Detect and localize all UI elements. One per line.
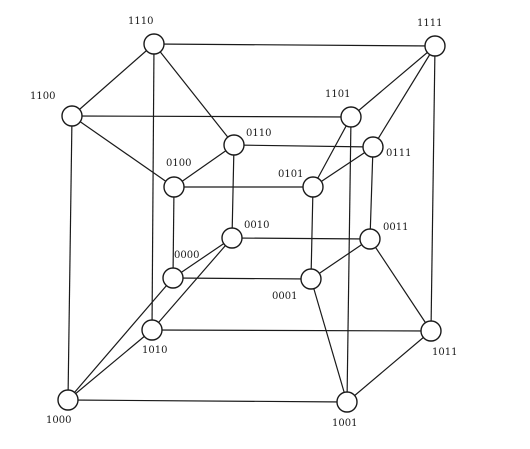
node-layer [57, 33, 446, 413]
node-label-1010: 1010 [142, 345, 167, 356]
node-label-1001: 1001 [332, 418, 357, 429]
node-label-0001: 0001 [272, 291, 297, 302]
edge-0000-0001 [172, 277, 312, 280]
edge-0000-0010 [172, 237, 233, 279]
edge-1000-1010 [67, 329, 153, 401]
node-label-1100: 1100 [30, 91, 55, 102]
edge-0011-1011 [369, 238, 432, 332]
label-layer: 1110 1111 1100 1101 0110 0111 0100 0101 0010 0011… [30, 16, 457, 429]
node-label-1110: 1110 [128, 16, 153, 27]
node-label-1111: 1111 [417, 18, 442, 29]
edge-0001-0011 [310, 238, 371, 280]
node-label-0011: 0011 [383, 222, 408, 233]
node-label-1101: 1101 [325, 89, 350, 100]
edge-1001-1101 [346, 116, 352, 403]
edge-1000-1001 [67, 399, 348, 403]
edge-0100-0110 [173, 144, 235, 188]
edge-1001-1011 [346, 330, 432, 403]
edge-1010-1011 [151, 329, 432, 332]
edge-0000-0100 [172, 186, 175, 279]
node-0011 [359, 228, 381, 250]
node-0100 [163, 176, 185, 198]
node-1011 [420, 320, 442, 342]
edge-1101-1111 [350, 45, 436, 118]
node-1111 [424, 35, 446, 57]
node-0110 [223, 134, 245, 156]
node-0000 [162, 267, 184, 289]
node-label-0110: 0110 [246, 128, 271, 139]
node-label-0000: 0000 [174, 250, 199, 261]
edge-0101-1101 [312, 116, 352, 188]
edge-0001-0101 [310, 186, 314, 280]
node-label-0010: 0010 [244, 220, 269, 231]
edge-0010-1010 [151, 237, 233, 331]
edge-0110-0111 [233, 144, 374, 148]
node-1010 [141, 319, 163, 341]
node-1101 [340, 106, 362, 128]
edge-1010-1110 [151, 43, 155, 331]
node-1100 [61, 105, 83, 127]
node-0101 [302, 176, 324, 198]
edge-0001-1001 [310, 278, 348, 403]
node-label-0100: 0100 [166, 158, 191, 169]
edge-1000-1100 [67, 115, 73, 401]
edge-0110-1110 [153, 43, 235, 146]
node-1110 [143, 33, 165, 55]
node-0010 [221, 227, 243, 249]
node-1001 [336, 391, 358, 413]
edge-1011-1111 [430, 45, 436, 332]
node-label-0101: 0101 [278, 169, 303, 180]
edge-0000-1000 [67, 277, 174, 401]
edge-0100-1100 [71, 115, 175, 188]
edge-1110-1111 [153, 43, 436, 47]
node-label-1011: 1011 [432, 347, 457, 358]
node-0111 [362, 136, 384, 158]
edge-layer [67, 43, 436, 403]
node-label-1000: 1000 [46, 415, 71, 426]
edge-0011-0111 [369, 146, 374, 240]
node-0001 [300, 268, 322, 290]
edge-0111-1111 [372, 45, 436, 148]
edge-0010-0011 [231, 237, 371, 240]
edge-0010-0110 [231, 144, 235, 239]
edge-1100-1110 [71, 43, 155, 117]
node-label-0111: 0111 [386, 148, 411, 159]
edge-0101-0111 [312, 146, 374, 188]
node-1000 [57, 389, 79, 411]
